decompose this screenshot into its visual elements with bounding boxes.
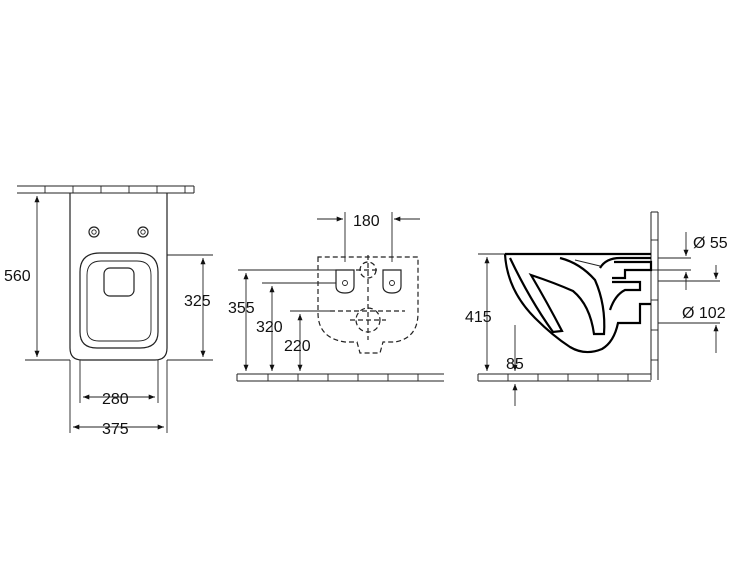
- front-wall-strip: [17, 185, 195, 194]
- front-seat-inner: [86, 260, 152, 342]
- dim-320: 320: [256, 319, 283, 336]
- side-inlet: [599, 256, 653, 280]
- side-bowl-inner: [509, 256, 606, 336]
- front-view: 560 325 280 375: [4, 185, 213, 438]
- dim-85: 85: [506, 356, 524, 373]
- rear-floor-strip: [236, 373, 444, 382]
- dim-325: 325: [184, 293, 211, 310]
- fixing-holes: [88, 226, 149, 238]
- rear-fixing-slot-right: [382, 269, 402, 294]
- dim-180: 180: [353, 213, 380, 230]
- dim-280: 280: [102, 391, 129, 408]
- rear-view: 180 355 320 220: [228, 212, 444, 382]
- dim-415: 415: [465, 309, 492, 326]
- side-view: 415 85 Ø 55 Ø 102: [465, 211, 728, 406]
- side-floor: [477, 373, 651, 382]
- dim-220: 220: [284, 338, 311, 355]
- side-bowl-outer: [503, 252, 651, 354]
- side-wall: [650, 211, 659, 380]
- dim-375: 375: [102, 421, 129, 438]
- front-seat-outline: [79, 252, 159, 349]
- dim-dia-55: Ø 55: [693, 235, 728, 252]
- side-outlet: [608, 280, 642, 311]
- front-bowl-outline: [69, 193, 168, 361]
- dim-560: 560: [4, 268, 31, 285]
- dim-dia-102: Ø 102: [682, 305, 726, 322]
- dim-355: 355: [228, 300, 255, 317]
- rear-fixing-slot-left: [335, 269, 355, 294]
- front-flush-plate: [103, 267, 135, 297]
